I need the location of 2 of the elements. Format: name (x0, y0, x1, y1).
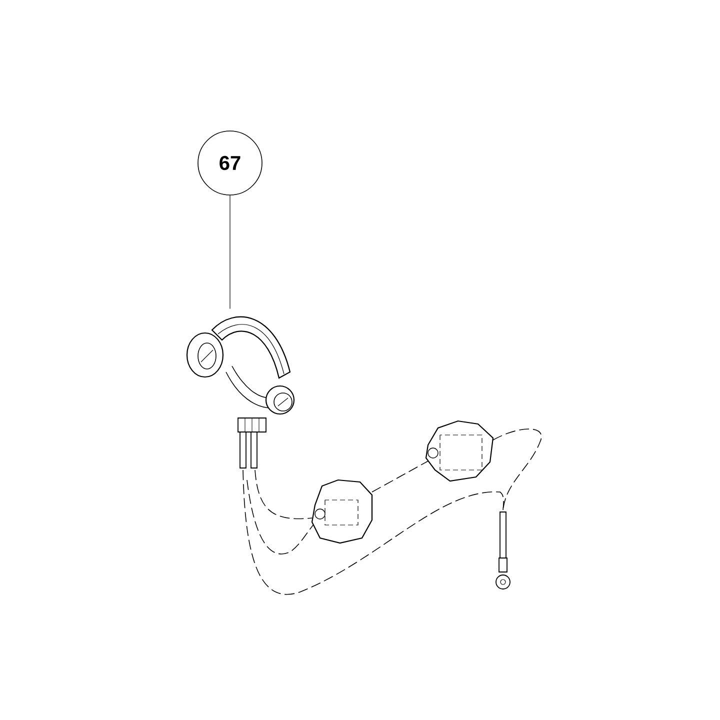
callout-number: 67 (198, 130, 262, 196)
clamp-drawing (186, 316, 295, 468)
